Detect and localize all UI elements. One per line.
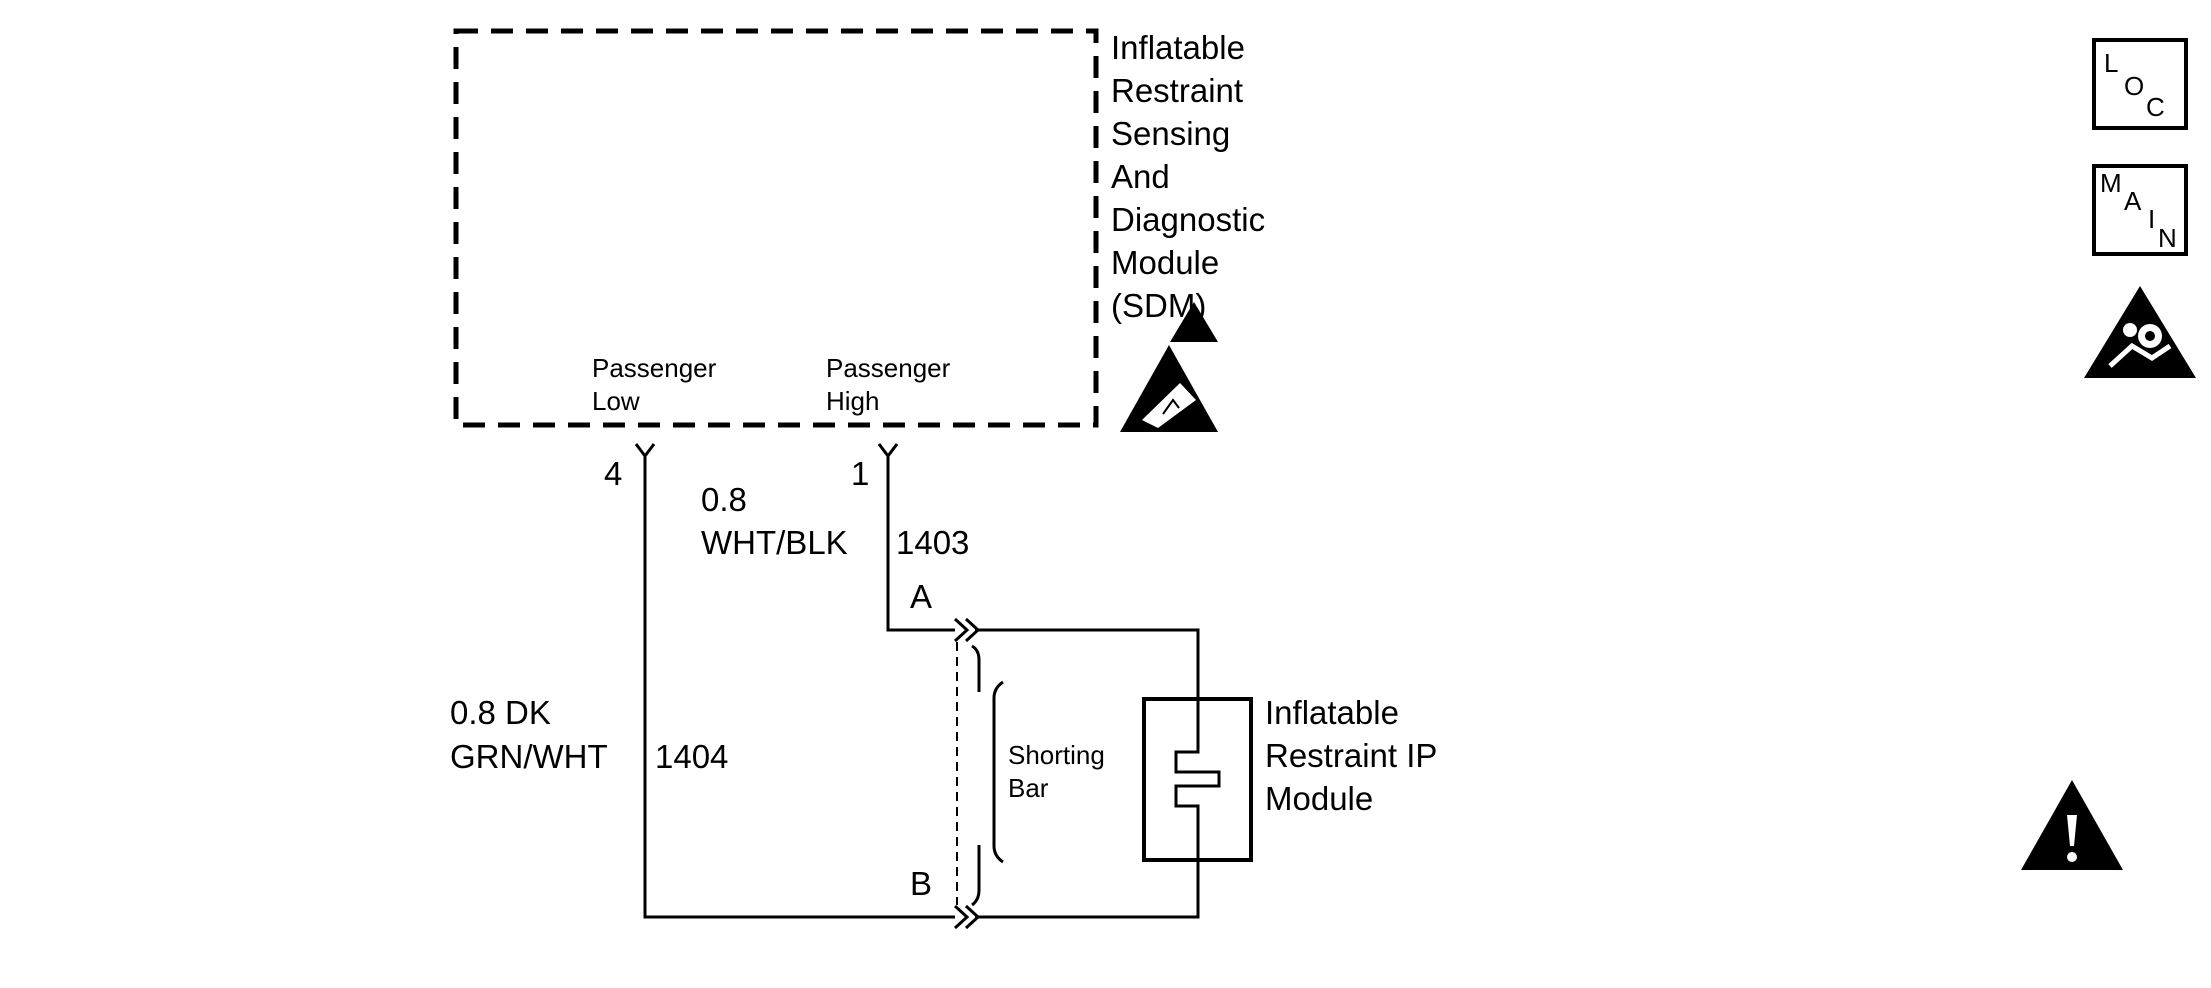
svg-text:I: I xyxy=(2148,204,2155,234)
sdm-name: Inflatable Restraint Sensing And Diagnos… xyxy=(1111,29,1265,324)
wire-1404-label: 0.8 DK GRN/WHT 1404 xyxy=(450,694,728,775)
wire-1403 xyxy=(886,456,955,632)
svg-text:And: And xyxy=(1111,158,1170,195)
wire-1404 xyxy=(643,456,955,919)
svg-text:M: M xyxy=(2100,168,2122,198)
svg-text:Diagnostic: Diagnostic xyxy=(1111,201,1265,238)
svg-text:Low: Low xyxy=(592,386,640,416)
sdm-box xyxy=(453,28,1099,428)
svg-text:Sensing: Sensing xyxy=(1111,115,1230,152)
svg-text:Restraint IP: Restraint IP xyxy=(1265,737,1437,774)
wire-1404-module xyxy=(975,860,1200,919)
pin-high-number: 1 xyxy=(851,455,869,492)
pin-low-label: Passenger Low xyxy=(592,353,717,416)
svg-text:Inflatable: Inflatable xyxy=(1111,29,1245,66)
svg-text:L: L xyxy=(2104,48,2118,78)
airbag-warning-icon xyxy=(2084,286,2196,378)
svg-text:1403: 1403 xyxy=(896,524,969,561)
svg-text:Shorting: Shorting xyxy=(1008,740,1105,770)
svg-text:1404: 1404 xyxy=(655,738,728,775)
svg-text:N: N xyxy=(2158,223,2177,253)
shorting-bar-label: Shorting Bar xyxy=(1008,740,1105,803)
svg-text:WHT/BLK: WHT/BLK xyxy=(701,524,848,561)
wire-1403-module xyxy=(975,628,1200,699)
terminal-a-label: A xyxy=(910,578,932,615)
pin-low-number: 4 xyxy=(604,455,622,492)
svg-text:Bar: Bar xyxy=(1008,773,1049,803)
svg-text:O: O xyxy=(2124,71,2144,101)
pin-low-terminal xyxy=(634,443,656,459)
svg-text:Inflatable: Inflatable xyxy=(1265,694,1399,731)
terminal-b-label: B xyxy=(910,865,932,902)
squib-symbol xyxy=(1174,699,1221,860)
svg-text:Restraint: Restraint xyxy=(1111,72,1243,109)
ip-module-name: Inflatable Restraint IP Module xyxy=(1265,694,1437,817)
svg-text:0.8: 0.8 xyxy=(701,481,747,518)
wire-1403-label: 0.8 WHT/BLK 1403 xyxy=(701,481,969,561)
connector-a-chevron xyxy=(953,617,981,643)
loc-icon[interactable]: L O C xyxy=(2092,38,2188,130)
svg-text:Passenger: Passenger xyxy=(592,353,717,383)
caution-icon xyxy=(2021,780,2123,870)
svg-text:High: High xyxy=(826,386,879,416)
svg-text:Module: Module xyxy=(1111,244,1219,281)
svg-text:C: C xyxy=(2146,92,2165,122)
shorting-bar xyxy=(971,644,981,907)
svg-text:A: A xyxy=(2124,186,2142,216)
pin-high-label: Passenger High xyxy=(826,353,951,416)
pin-high-terminal xyxy=(877,443,899,459)
connector-b-chevron xyxy=(953,904,981,930)
svg-text:GRN/WHT: GRN/WHT xyxy=(450,738,608,775)
svg-text:Passenger: Passenger xyxy=(826,353,951,383)
main-icon[interactable]: M A I N xyxy=(2092,164,2188,256)
esd-icon xyxy=(1120,302,1218,432)
svg-text:0.8 DK: 0.8 DK xyxy=(450,694,551,731)
svg-text:Module: Module xyxy=(1265,780,1373,817)
shorting-bar-bracket xyxy=(992,680,1004,864)
